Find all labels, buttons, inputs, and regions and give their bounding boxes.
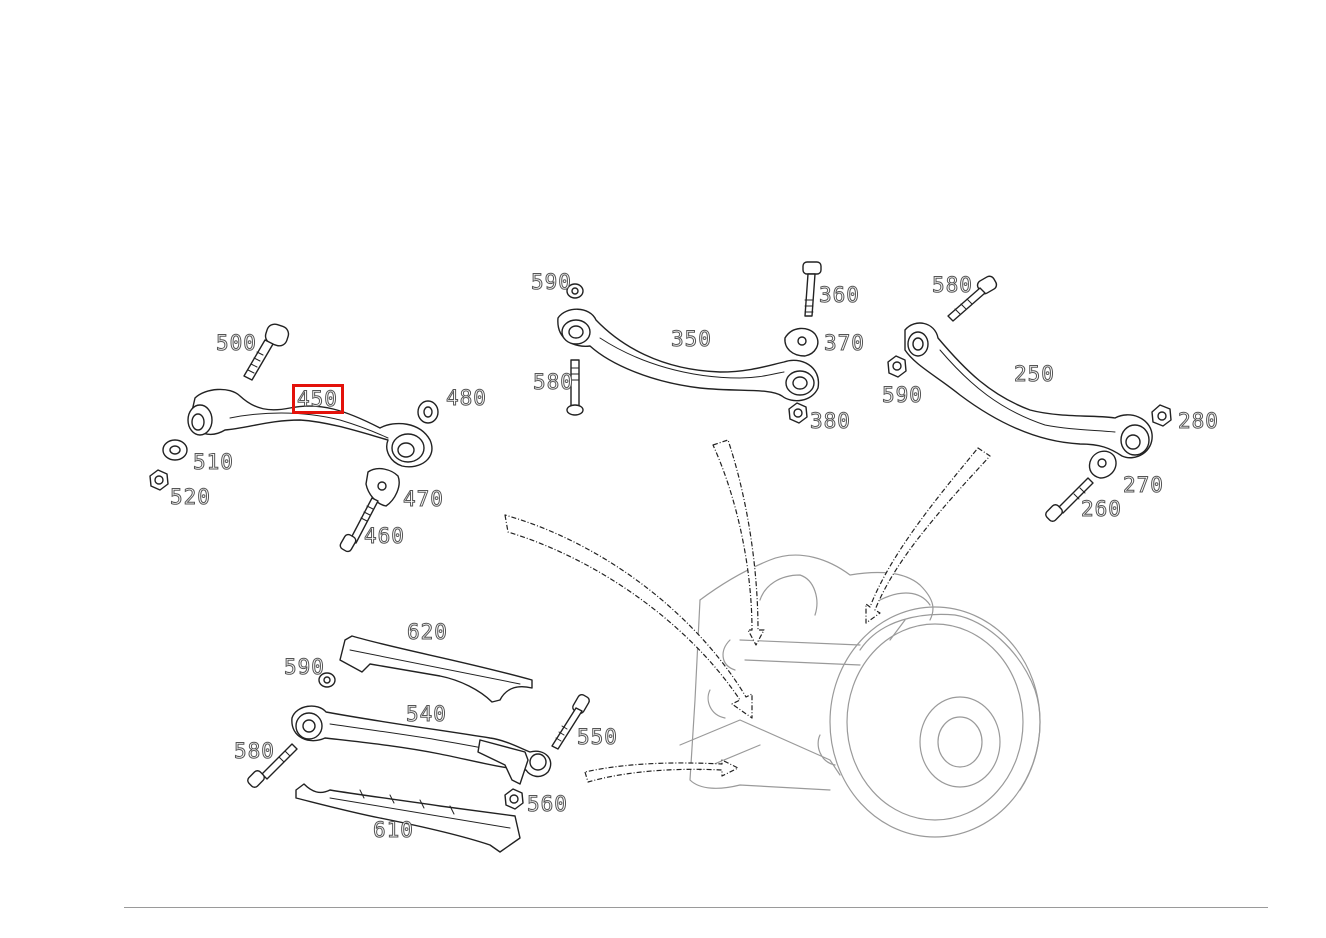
callout-580-upper[interactable]: 580 — [533, 370, 574, 394]
callout-560[interactable]: 560 — [527, 792, 568, 816]
bolt-500 — [243, 323, 290, 381]
track-rod-540 — [291, 705, 552, 785]
callout-460[interactable]: 460 — [364, 524, 405, 548]
bolt-550 — [551, 693, 590, 750]
washer-510 — [162, 439, 188, 461]
nut-590-right — [887, 355, 907, 378]
eccentric-washer-470 — [365, 467, 400, 507]
nut-380 — [788, 402, 808, 424]
callout-540[interactable]: 540 — [406, 702, 447, 726]
callout-550[interactable]: 550 — [577, 725, 618, 749]
callout-520[interactable]: 520 — [170, 485, 211, 509]
nut-280 — [1151, 404, 1172, 427]
bolt-580-upper — [566, 359, 584, 416]
callout-590-right[interactable]: 590 — [882, 383, 923, 407]
callout-590-upper[interactable]: 590 — [531, 270, 572, 294]
nut-520 — [149, 469, 169, 491]
footer-divider — [124, 907, 1268, 908]
callout-360[interactable]: 360 — [819, 283, 860, 307]
washer-590-upper — [566, 283, 584, 299]
callout-620[interactable]: 620 — [407, 620, 448, 644]
callout-580-lower[interactable]: 580 — [234, 739, 275, 763]
callout-590-lower[interactable]: 590 — [284, 655, 325, 679]
bolt-360 — [802, 261, 822, 317]
callout-510[interactable]: 510 — [193, 450, 234, 474]
callout-270[interactable]: 270 — [1123, 473, 1164, 497]
washer-480 — [417, 400, 439, 424]
callout-280[interactable]: 280 — [1178, 409, 1219, 433]
control-arm-250 — [904, 322, 1153, 459]
arrow-to-hub-left — [504, 514, 753, 719]
arrow-to-hub-top — [712, 439, 765, 646]
cover-610 — [295, 783, 521, 853]
callout-370[interactable]: 370 — [824, 331, 865, 355]
callout-250[interactable]: 250 — [1014, 362, 1055, 386]
washer-590-lower — [318, 672, 336, 688]
callout-580-right[interactable]: 580 — [932, 273, 973, 297]
bolt-580-right — [947, 275, 998, 322]
nut-560 — [504, 788, 524, 810]
callout-610[interactable]: 610 — [373, 818, 414, 842]
callout-380[interactable]: 380 — [810, 409, 851, 433]
bolt-260 — [1045, 477, 1094, 522]
control-arm-350 — [557, 308, 820, 402]
arrow-to-hub-right — [865, 447, 991, 624]
eccentric-washer-270 — [1088, 450, 1117, 479]
callout-480[interactable]: 480 — [446, 386, 487, 410]
wheel-hub-assembly — [679, 554, 1041, 838]
callout-470[interactable]: 470 — [403, 487, 444, 511]
cover-620 — [339, 635, 533, 703]
bolt-460 — [339, 497, 379, 553]
callout-500[interactable]: 500 — [216, 331, 257, 355]
callout-450[interactable]: 450 — [292, 384, 344, 414]
callout-260[interactable]: 260 — [1081, 497, 1122, 521]
eccentric-washer-370 — [784, 327, 819, 357]
arrow-to-hub-bottom — [584, 759, 739, 783]
control-arm-450 — [187, 388, 433, 468]
bolt-580-lower — [247, 743, 298, 788]
callout-350[interactable]: 350 — [671, 327, 712, 351]
